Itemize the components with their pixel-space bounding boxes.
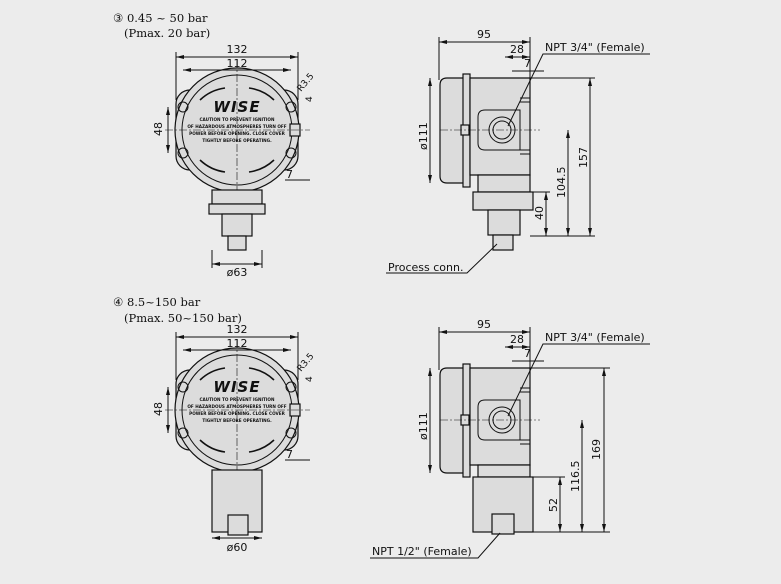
section-4-title: ④ 8.5~150 bar xyxy=(113,295,201,309)
dim-7: 7 xyxy=(286,448,293,461)
dim-height-total: 169 xyxy=(590,439,603,460)
dim-28: 28 xyxy=(510,43,524,56)
front-view-4: WISE CAUTION TO PREVENT IGNITION OF HAZA… xyxy=(152,323,317,554)
nameplate-line: CAUTION TO PREVENT IGNITION xyxy=(199,117,275,122)
dim-height-center: 104.5 xyxy=(555,167,568,199)
dim-7: 7 xyxy=(524,347,531,360)
dim-radius: R3.5 xyxy=(296,72,317,94)
nameplate-line: POWER BEFORE OPENING. CLOSE COVER xyxy=(189,411,285,416)
dim-width-outer: 132 xyxy=(227,323,248,336)
dim-depth: 95 xyxy=(477,318,491,331)
dim-hole-spacing: 48 xyxy=(152,402,165,416)
side-view-3: 95 28 7 NPT 3/4" (Female) ø111 157 104.5… xyxy=(386,28,650,274)
dim-4: 4 xyxy=(305,376,315,382)
section-3-title: ③ 0.45 ~ 50 bar xyxy=(113,11,208,25)
section-4: ④ 8.5~150 bar (Pmax. 50~150 bar) WISE CA… xyxy=(113,295,650,559)
dim-width-inner: 112 xyxy=(227,57,248,70)
nameplate-line: POWER BEFORE OPENING. CLOSE COVER xyxy=(189,131,285,136)
side-view-4: 95 28 7 NPT 3/4" (Female) ø111 169 116.5… xyxy=(370,318,650,559)
dim-depth: 95 xyxy=(477,28,491,41)
dim-height-total: 157 xyxy=(577,147,590,168)
dim-cover-diameter: ø111 xyxy=(417,412,430,440)
dim-hole-spacing: 48 xyxy=(152,122,165,136)
nameplate-line: OF HAZARDOUS ATMOSPHERES TURN OFF xyxy=(187,124,286,129)
section-4-subtitle: (Pmax. 50~150 bar) xyxy=(124,311,242,325)
nameplate-line: TIGHTLY BEFORE OPERATING. xyxy=(202,138,272,143)
logo: WISE xyxy=(213,378,260,396)
dim-width-outer: 132 xyxy=(227,43,248,56)
conduit-label: NPT 3/4" (Female) xyxy=(545,331,645,344)
section-3: ③ 0.45 ~ 50 bar (Pmax. 20 bar) WISE CAUT… xyxy=(113,11,650,279)
nameplate-line: CAUTION TO PREVENT IGNITION xyxy=(199,397,275,402)
dim-height-base: 52 xyxy=(547,498,560,512)
conduit-label: NPT 3/4" (Female) xyxy=(545,41,645,54)
dim-7: 7 xyxy=(524,57,531,70)
connection-label: Process conn. xyxy=(388,261,463,274)
dim-height-base: 40 xyxy=(533,206,546,220)
dim-cover-diameter: ø111 xyxy=(417,122,430,150)
dim-4: 4 xyxy=(305,96,315,102)
nameplate-line: OF HAZARDOUS ATMOSPHERES TURN OFF xyxy=(187,404,286,409)
section-3-subtitle: (Pmax. 20 bar) xyxy=(124,26,210,40)
front-view-3: WISE CAUTION TO PREVENT IGNITION OF HAZA… xyxy=(152,43,317,279)
dim-diameter: ø63 xyxy=(227,266,248,279)
dim-radius: R3.5 xyxy=(296,352,317,374)
nameplate-line: TIGHTLY BEFORE OPERATING. xyxy=(202,418,272,423)
logo: WISE xyxy=(213,98,260,116)
dim-height-center: 116.5 xyxy=(569,461,582,493)
dim-width-inner: 112 xyxy=(227,337,248,350)
dim-diameter: ø60 xyxy=(227,541,248,554)
connection-label: NPT 1/2" (Female) xyxy=(372,545,472,558)
dim-28: 28 xyxy=(510,333,524,346)
dim-7: 7 xyxy=(286,168,293,181)
